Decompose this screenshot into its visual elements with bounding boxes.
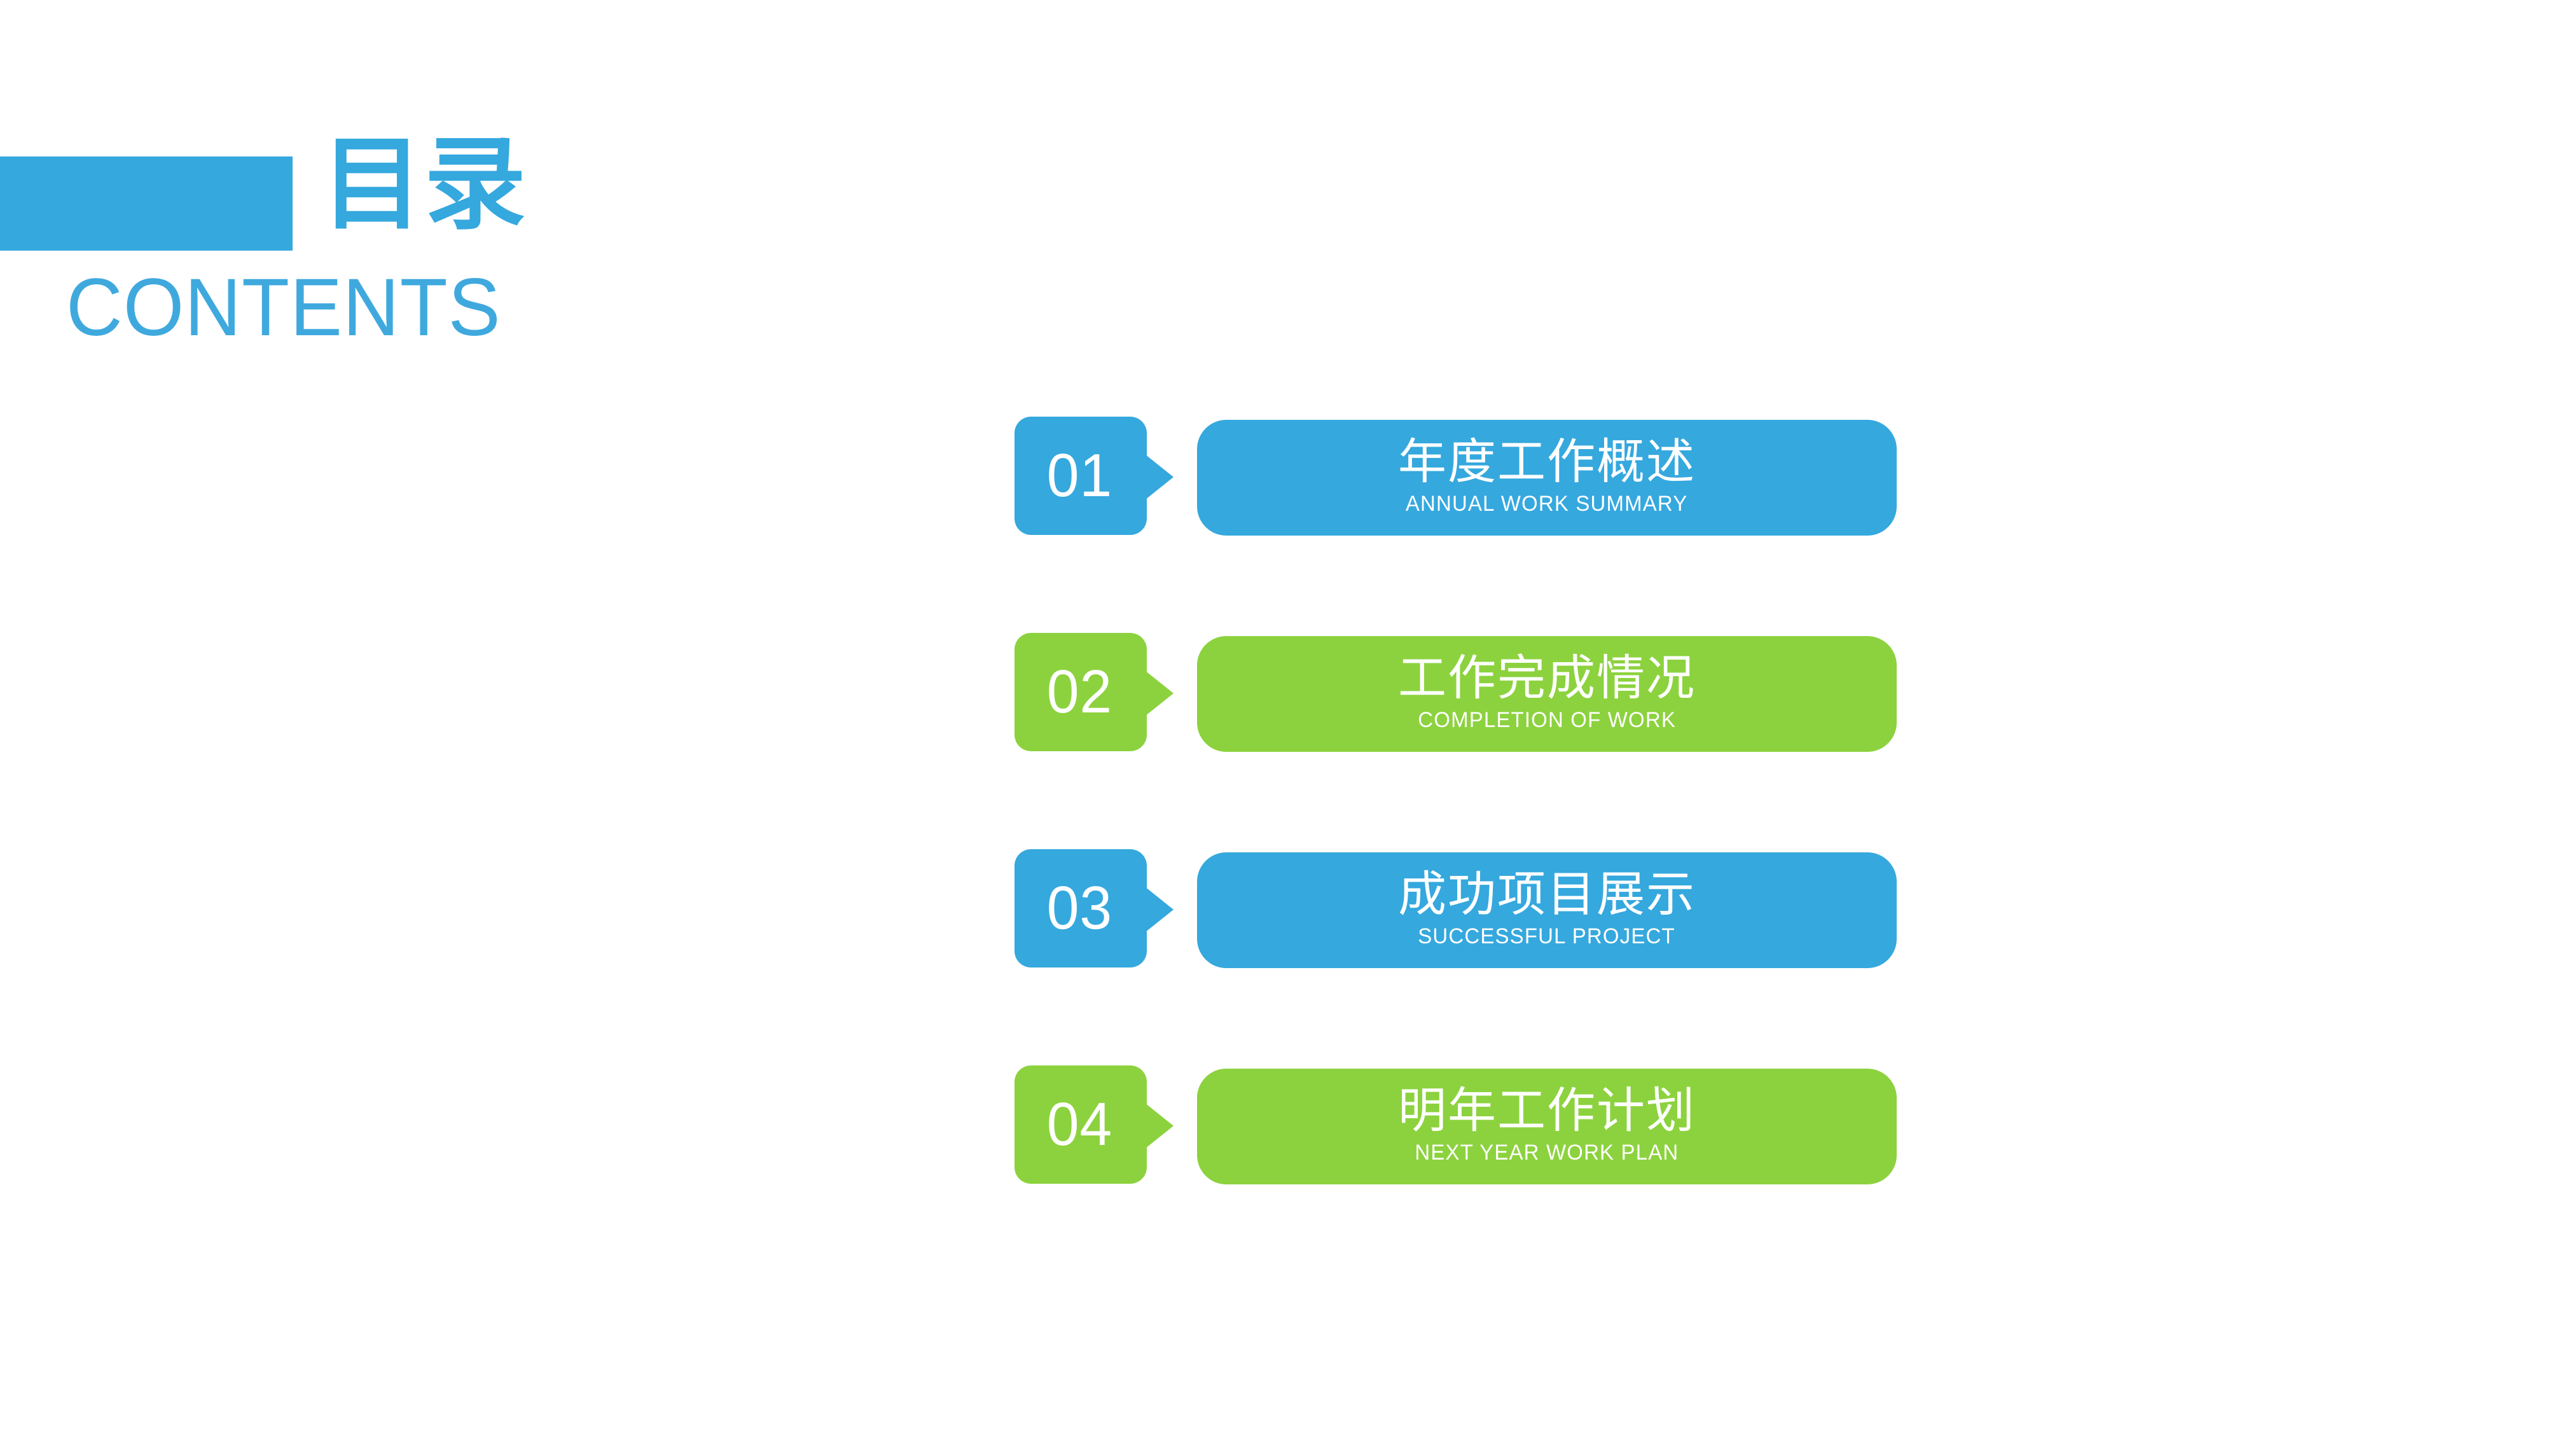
contents-item-01[interactable]: 01 年度工作概述 ANNUAL WORK SUMMARY (1014, 415, 1899, 536)
arrow-right-icon (1145, 887, 1174, 932)
contents-item-title-cn: 年度工作概述 (1398, 433, 1696, 490)
contents-item-number: 03 (1046, 874, 1112, 942)
contents-item-04[interactable]: 04 明年工作计划 NEXT YEAR WORK PLAN (1014, 1064, 1899, 1184)
contents-item-03[interactable]: 03 成功项目展示 SUCCESSFUL PROJECT (1014, 847, 1899, 968)
contents-item-title-cn: 工作完成情况 (1398, 649, 1696, 707)
contents-item-label-bar[interactable]: 年度工作概述 ANNUAL WORK SUMMARY (1197, 420, 1897, 536)
header-accent-block (0, 156, 293, 251)
contents-item-number-badge[interactable]: 01 (1014, 417, 1147, 535)
arrow-right-icon (1145, 1103, 1174, 1149)
contents-item-number-badge[interactable]: 04 (1014, 1065, 1147, 1184)
contents-item-number: 01 (1046, 441, 1112, 510)
contents-item-number: 04 (1046, 1090, 1112, 1158)
contents-item-02[interactable]: 02 工作完成情况 COMPLETION OF WORK (1014, 631, 1899, 752)
contents-item-number-badge[interactable]: 03 (1014, 849, 1147, 967)
contents-item-title-cn: 明年工作计划 (1398, 1082, 1696, 1139)
contents-item-label-bar[interactable]: 工作完成情况 COMPLETION OF WORK (1197, 636, 1897, 752)
contents-item-title-en: ANNUAL WORK SUMMARY (1406, 491, 1688, 516)
contents-item-title-en: COMPLETION OF WORK (1418, 707, 1676, 732)
page-title-en: CONTENTS (66, 262, 501, 353)
contents-item-label-bar[interactable]: 明年工作计划 NEXT YEAR WORK PLAN (1197, 1069, 1897, 1184)
contents-item-number: 02 (1046, 658, 1112, 726)
contents-item-title-cn: 成功项目展示 (1398, 866, 1696, 923)
contents-item-title-en: NEXT YEAR WORK PLAN (1415, 1140, 1679, 1165)
arrow-right-icon (1145, 670, 1174, 716)
contents-item-title-en: SUCCESSFUL PROJECT (1418, 924, 1676, 948)
slide-header: 目录 CONTENTS (0, 0, 572, 369)
contents-item-number-badge[interactable]: 02 (1014, 633, 1147, 751)
contents-item-label-bar[interactable]: 成功项目展示 SUCCESSFUL PROJECT (1197, 852, 1897, 968)
page-title-cn: 目录 (321, 125, 528, 244)
arrow-right-icon (1145, 454, 1174, 500)
